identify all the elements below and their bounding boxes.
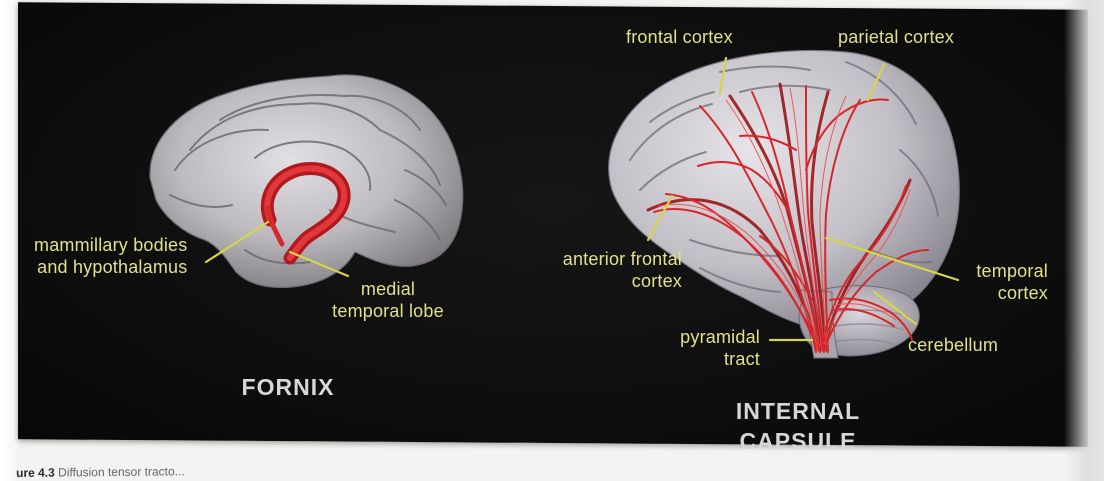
label-cerebellum: cerebellum (908, 334, 998, 356)
fornix-brain (150, 75, 463, 288)
label-parietal-cortex: parietal cortex (838, 26, 954, 48)
internal-capsule-brain (609, 50, 960, 358)
label-temporal-cortex: temporal cortex (940, 260, 1048, 304)
label-pyramidal-tract: pyramidal tract (648, 326, 760, 370)
label-medial-temporal-lobe: medial temporal lobe (318, 278, 458, 322)
caption-figure-number: ure 4.3 (16, 466, 55, 480)
page-curl-shadow (1064, 0, 1104, 481)
label-anterior-frontal-cortex: anterior frontal cortex (534, 248, 682, 292)
fornix-title: FORNIX (218, 372, 358, 402)
caption-text: Diffusion tensor tracto... (58, 464, 185, 479)
figure-caption: ure 4.3 Diffusion tensor tracto... (16, 464, 185, 480)
label-mammillary-bodies: mammillary bodies and hypothalamus (34, 234, 187, 278)
internal-capsule-title: INTERNAL CAPSULE (700, 396, 896, 456)
label-frontal-cortex: frontal cortex (626, 26, 733, 48)
